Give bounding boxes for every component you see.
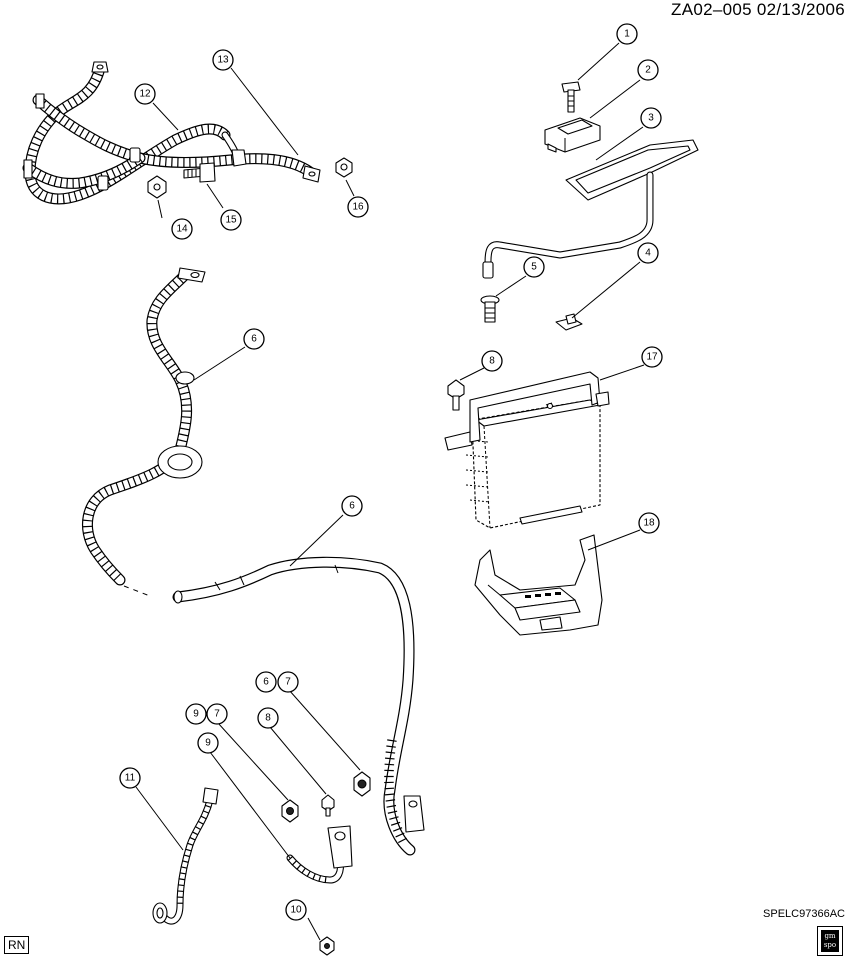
callout-12: 12 [134, 83, 156, 105]
svg-text:12: 12 [139, 89, 151, 100]
svg-text:8: 8 [489, 356, 495, 367]
svg-text:15: 15 [225, 215, 237, 226]
callout-6b: 6 [341, 495, 363, 517]
svg-text:7: 7 [285, 677, 291, 688]
svg-text:7: 7 [214, 709, 220, 720]
callout-14: 14 [171, 218, 193, 240]
stud-15 [183, 162, 216, 183]
svg-text:1: 1 [624, 29, 630, 40]
svg-text:14: 14 [176, 224, 188, 235]
nut-16 [335, 157, 353, 178]
nut-6-7 [353, 771, 371, 797]
svg-text:4: 4 [645, 248, 651, 259]
callout-6c: 6 [255, 671, 277, 693]
callout-7a: 7 [277, 671, 299, 693]
cable-6-plain [172, 556, 425, 856]
leader-lines [135, 42, 645, 941]
svg-text:13: 13 [217, 55, 229, 66]
bolt-8-upper [447, 379, 465, 411]
cable-9 [286, 825, 353, 884]
callout-6a: 6 [243, 328, 265, 350]
svg-text:3: 3 [648, 113, 654, 124]
callout-8a: 8 [481, 350, 503, 372]
svg-text:9: 9 [205, 738, 211, 749]
callout-13: 13 [212, 49, 234, 71]
clamp-2 [544, 117, 601, 153]
callout-15: 15 [220, 209, 242, 231]
callout-18: 18 [638, 512, 660, 534]
battery-tray-18 [474, 534, 603, 636]
callout-10: 10 [285, 899, 307, 921]
callout-7b: 7 [206, 703, 228, 725]
svg-text:6: 6 [251, 334, 257, 345]
bolt-5 [480, 295, 500, 323]
callout-3: 3 [640, 107, 662, 129]
svg-text:17: 17 [646, 352, 658, 363]
clip-4 [555, 313, 583, 331]
hold-down-rod-3 [482, 139, 699, 279]
diagram-title: ZA02–005 02/13/2006 [671, 0, 845, 19]
callout-16: 16 [347, 196, 369, 218]
svg-text:6: 6 [349, 501, 355, 512]
svg-text:16: 16 [352, 202, 364, 213]
callout-8b: 8 [257, 707, 279, 729]
callout-17: 17 [641, 346, 663, 368]
callout-9b: 9 [197, 732, 219, 754]
cable-assembly-12-13 [22, 61, 321, 205]
bolt-1 [561, 81, 581, 113]
bolt-8-lower [321, 794, 335, 817]
svg-text:18: 18 [643, 518, 655, 529]
cable-6-wrapped [82, 267, 206, 597]
svg-text:6: 6 [263, 677, 269, 688]
svg-text:11: 11 [125, 773, 136, 784]
logo-text: gm spo [821, 930, 839, 952]
callout-11: 11 [119, 767, 141, 789]
nut-14 [147, 175, 167, 199]
svg-text:9: 9 [193, 709, 199, 720]
callout-4: 4 [637, 242, 659, 264]
svg-text:10: 10 [290, 905, 302, 916]
svg-text:8: 8 [265, 713, 271, 724]
gm-spo-logo: gm spo [817, 926, 843, 956]
corner-label: RN [4, 936, 30, 954]
svg-text:5: 5 [531, 262, 537, 273]
callout-5: 5 [523, 256, 545, 278]
callout-1: 1 [616, 23, 638, 45]
nut-10 [319, 936, 335, 956]
callout-2: 2 [637, 59, 659, 81]
svg-text:2: 2 [645, 65, 651, 76]
nut-9-7 [281, 799, 299, 823]
ground-cable-11 [152, 787, 219, 925]
callout-9a: 9 [185, 703, 207, 725]
battery-17 [444, 371, 610, 529]
drawing-code: SPELC97366AC [763, 908, 845, 920]
